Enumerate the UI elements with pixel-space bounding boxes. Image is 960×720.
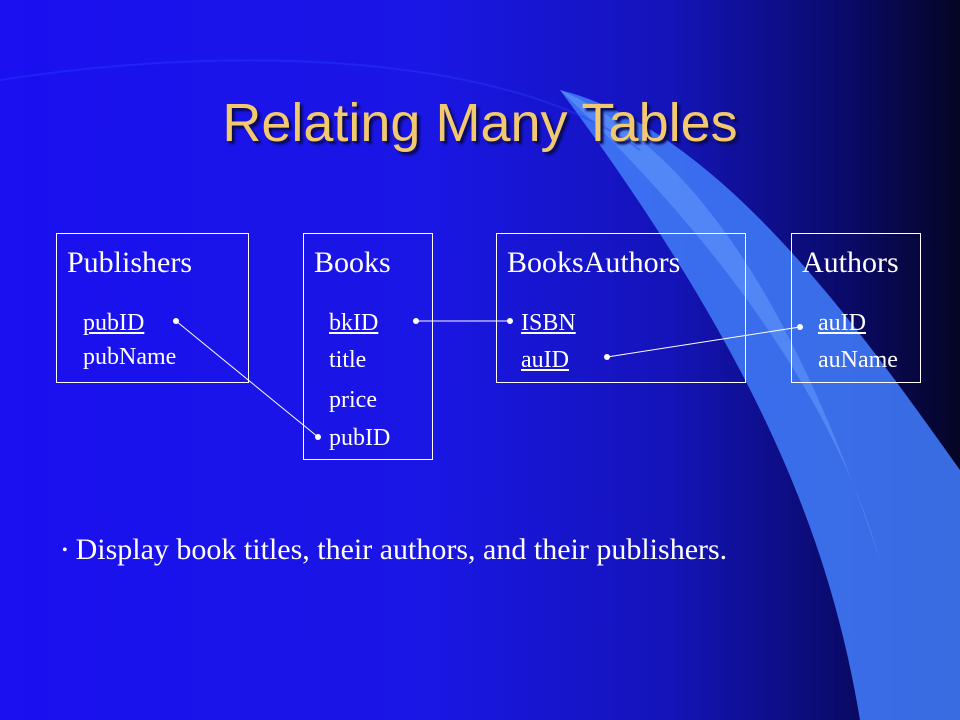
- dot-authors-auid: [797, 324, 803, 330]
- field-publishers-pubid: pubID: [83, 310, 145, 336]
- table-name-books: Books: [314, 246, 391, 279]
- dot-publishers-pubid: [173, 318, 179, 324]
- table-booksauthors: BooksAuthors ISBN auID: [496, 233, 746, 383]
- field-books-bkid: bkID: [329, 310, 379, 336]
- bullet-item: • Display book titles, their authors, and…: [62, 533, 727, 567]
- bullet-marker: •: [62, 542, 68, 559]
- table-publishers: Publishers pubID pubName: [56, 233, 249, 383]
- table-name-publishers: Publishers: [67, 246, 193, 279]
- dot-booksauthors-auid: [604, 354, 610, 360]
- field-books-price: price: [329, 387, 377, 413]
- field-books-title: title: [329, 347, 367, 373]
- table-authors: Authors auID auName: [791, 233, 921, 383]
- swoosh-light: [560, 90, 960, 720]
- swoosh-edge: [0, 59, 641, 151]
- dot-books-bkid: [413, 318, 419, 324]
- table-name-authors: Authors: [802, 246, 899, 279]
- dot-booksauthors-isbn: [507, 318, 513, 324]
- field-books-pubid: pubID: [329, 425, 391, 451]
- slide-title: Relating Many Tables: [222, 93, 738, 153]
- field-authors-auid: auID: [818, 310, 866, 336]
- dot-books-pubid: [315, 434, 321, 440]
- table-books: Books bkID title price pubID: [303, 233, 433, 460]
- bullet-text: Display book titles, their authors, and …: [75, 533, 728, 566]
- field-booksauthors-auid: auID: [521, 347, 569, 373]
- table-name-booksauthors: BooksAuthors: [507, 246, 681, 279]
- field-booksauthors-isbn: ISBN: [521, 310, 576, 336]
- field-publishers-pubname: pubName: [83, 344, 177, 370]
- field-authors-auname: auName: [818, 347, 898, 373]
